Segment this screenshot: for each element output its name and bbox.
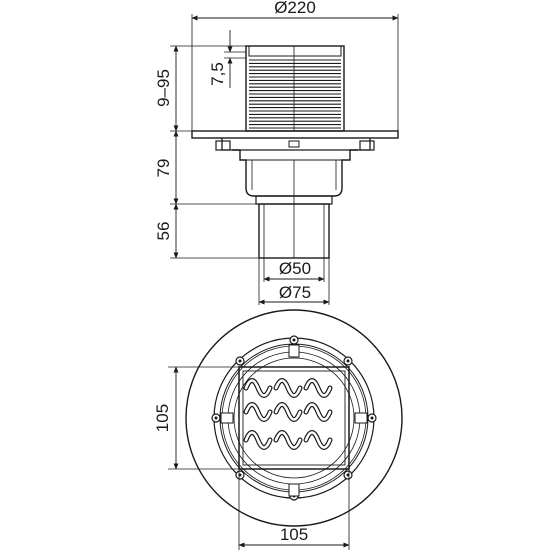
outlet-inner-label: Ø50 — [279, 259, 311, 278]
dimension-outlet-outer: Ø75 — [258, 258, 330, 305]
grate-wave-slots — [243, 378, 333, 450]
dimension-body-height: 79 — [154, 130, 259, 205]
wave-slot-inner — [274, 403, 302, 421]
bracket — [354, 412, 368, 424]
dimension-grate-height: 105 — [153, 366, 239, 470]
wave-slot-inner — [244, 403, 272, 421]
side-view: Ø220 9–95 7,5 79 56 — [154, 0, 399, 305]
outlet-height-label: 56 — [154, 222, 173, 241]
screw-center — [238, 359, 242, 363]
dimension-thread-step: 7,5 — [208, 30, 246, 88]
screw-center — [346, 359, 350, 363]
screw-center — [292, 338, 296, 342]
flange-diameter-label: Ø220 — [274, 0, 316, 17]
wave-slot-inner — [274, 431, 302, 449]
wave-slot-inner — [274, 379, 302, 397]
dimension-outlet-height: 56 — [154, 203, 259, 259]
extension-range-label: 9–95 — [154, 69, 173, 107]
screw-holes — [211, 335, 377, 501]
wave-slot-inner — [304, 403, 332, 421]
flange-outer-circle — [185, 309, 403, 527]
wave-slot-inner — [304, 379, 332, 397]
dimension-flange-diameter: Ø220 — [191, 0, 399, 131]
rib-circle — [233, 357, 355, 479]
dimension-extension-range: 9–95 — [154, 45, 246, 132]
outlet-outer-label: Ø75 — [279, 283, 311, 302]
bracket — [288, 483, 300, 497]
threaded-extension — [245, 45, 345, 132]
thread-lines — [249, 59, 341, 129]
bracket — [288, 344, 300, 358]
flange — [191, 130, 399, 139]
outlet-pipe — [258, 203, 330, 259]
wave-slot-inner — [244, 431, 272, 449]
top-view: 105 105 — [153, 309, 403, 550]
screw-center — [214, 416, 218, 420]
clamp-ring — [215, 138, 375, 151]
grate-height-label: 105 — [153, 404, 172, 432]
bracket — [220, 412, 234, 424]
thread-step-label: 7,5 — [208, 62, 227, 86]
wave-slot-inner — [244, 379, 272, 397]
dimension-outlet-inner: Ø50 — [263, 258, 325, 282]
screw-center — [370, 416, 374, 420]
grate — [238, 366, 350, 470]
body-height-label: 79 — [154, 159, 173, 178]
dimension-grate-width: 105 — [238, 469, 350, 550]
drain-body — [232, 149, 358, 205]
wave-slot-inner — [304, 431, 332, 449]
grate-width-label: 105 — [280, 525, 308, 544]
